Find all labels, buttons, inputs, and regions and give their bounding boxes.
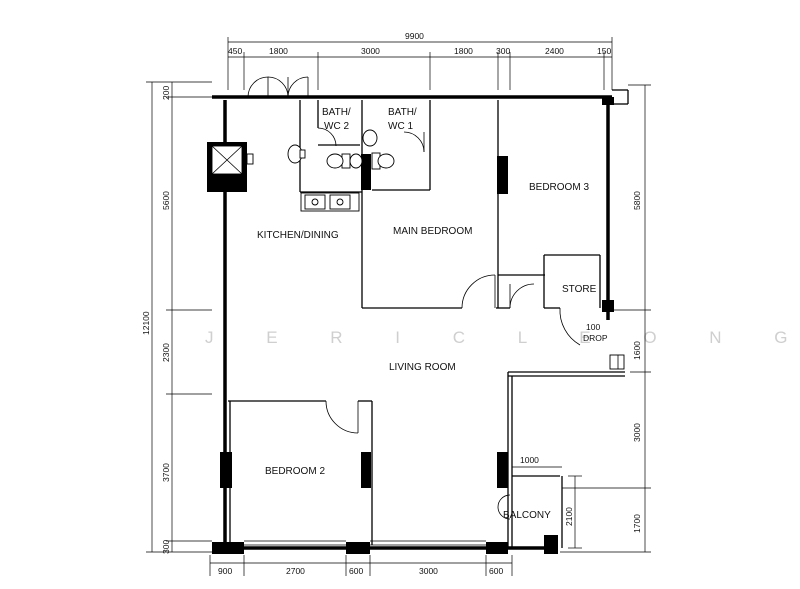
balcony-dimensions: 1000 2100 <box>512 455 582 549</box>
dim-right-4: 1700 <box>632 514 642 533</box>
left-dimensions: 12100 200 5600 2300 3700 300 <box>141 81 212 554</box>
dim-left-3: 2300 <box>161 343 171 362</box>
label-balcony: BALCONY <box>503 510 551 521</box>
bottom-dimensions: 900 2700 600 3000 600 <box>209 555 513 576</box>
dim-top-6: 2400 <box>545 46 564 56</box>
label-refuse-line2: DROP <box>583 333 608 343</box>
label-store: STORE <box>562 284 597 295</box>
label-bath-wc1-line1: BATH/ <box>388 107 417 118</box>
kitchen-sink <box>300 192 360 212</box>
dim-balcony-width: 1000 <box>520 455 539 465</box>
interior-walls <box>228 100 601 548</box>
dim-balcony-depth: 2100 <box>564 507 574 526</box>
label-bedroom-2: BEDROOM 2 <box>265 466 325 477</box>
outer-walls <box>212 89 629 550</box>
label-bedroom-3: BEDROOM 3 <box>529 182 589 193</box>
label-bath-wc2-line1: BATH/ <box>322 107 351 118</box>
columns <box>212 97 614 554</box>
dim-bottom-2: 2700 <box>286 566 305 576</box>
label-bath-wc2-line2: WC 2 <box>324 121 349 132</box>
dim-top-7: 150 <box>597 46 611 56</box>
dim-top-1: 450 <box>228 46 242 56</box>
household-shelter <box>207 142 254 192</box>
label-refuse-line1: 100 <box>586 322 600 332</box>
dim-bottom-1: 900 <box>218 566 232 576</box>
label-kitchen-dining: KITCHEN/DINING <box>257 230 339 241</box>
refuse-chute <box>609 354 625 370</box>
dim-overall-width: 9900 <box>405 31 424 41</box>
fixtures <box>207 129 625 370</box>
bath1-fixtures <box>362 129 395 170</box>
dim-bottom-3: 600 <box>349 566 363 576</box>
right-dimensions: 5800 1600 3000 1700 <box>560 84 651 553</box>
watermark: J E R I C L E O N G <box>205 328 800 347</box>
label-main-bedroom: MAIN BEDROOM <box>393 226 472 237</box>
dim-top-4: 1800 <box>454 46 473 56</box>
room-labels: BATH/ WC 2 BATH/ WC 1 KITCHEN/DINING MAI… <box>257 107 608 521</box>
dim-right-2: 1600 <box>632 341 642 360</box>
dim-right-3: 3000 <box>632 423 642 442</box>
dim-left-5: 300 <box>161 540 171 554</box>
dim-left-2: 5600 <box>161 191 171 210</box>
label-living-room: LIVING ROOM <box>389 362 456 373</box>
dim-top-3: 3000 <box>361 46 380 56</box>
dim-left-4: 3700 <box>161 463 171 482</box>
dim-top-5: 300 <box>496 46 510 56</box>
top-dimensions: 9900 450 1800 3000 1800 300 2400 150 <box>227 31 613 90</box>
label-bath-wc1-line2: WC 1 <box>388 121 413 132</box>
dim-bottom-5: 600 <box>489 566 503 576</box>
bath2-fixtures <box>287 144 363 169</box>
bottom-windows <box>244 540 486 546</box>
dim-right-1: 5800 <box>632 191 642 210</box>
dim-left-1: 200 <box>161 86 171 100</box>
dim-left-overall: 12100 <box>141 311 151 335</box>
dim-top-2: 1800 <box>269 46 288 56</box>
doors <box>247 76 581 520</box>
dim-bottom-4: 3000 <box>419 566 438 576</box>
